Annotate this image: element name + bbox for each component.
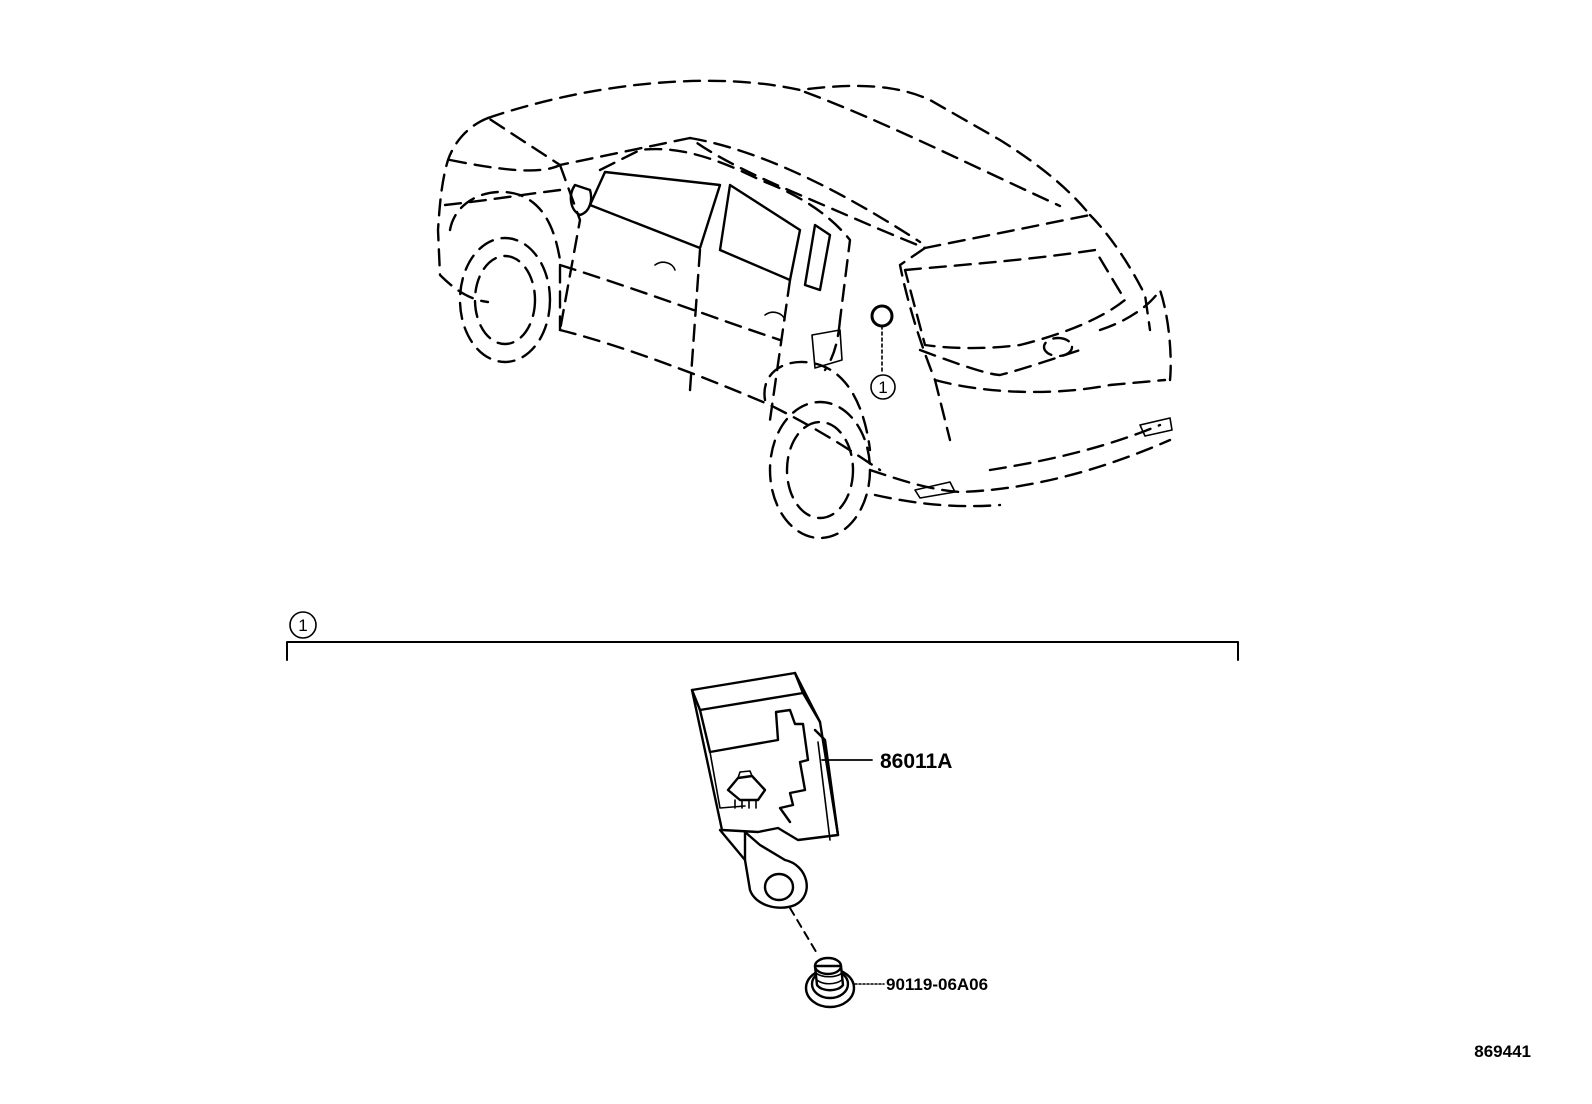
vehicle-callout: 1 <box>870 374 896 400</box>
section-marker-number: 1 <box>298 616 307 635</box>
illustration-code: 869441 <box>1474 1042 1531 1061</box>
vehicle-illustration <box>436 79 1173 540</box>
sensor-part <box>690 671 873 909</box>
section-bracket: 1 <box>286 611 1239 661</box>
sensor-part-number: 86011A <box>880 750 952 773</box>
vehicle-callout-number: 1 <box>878 378 887 397</box>
bolt-part-number: 90119-06A06 <box>886 975 988 994</box>
bolt-part <box>804 956 885 1009</box>
